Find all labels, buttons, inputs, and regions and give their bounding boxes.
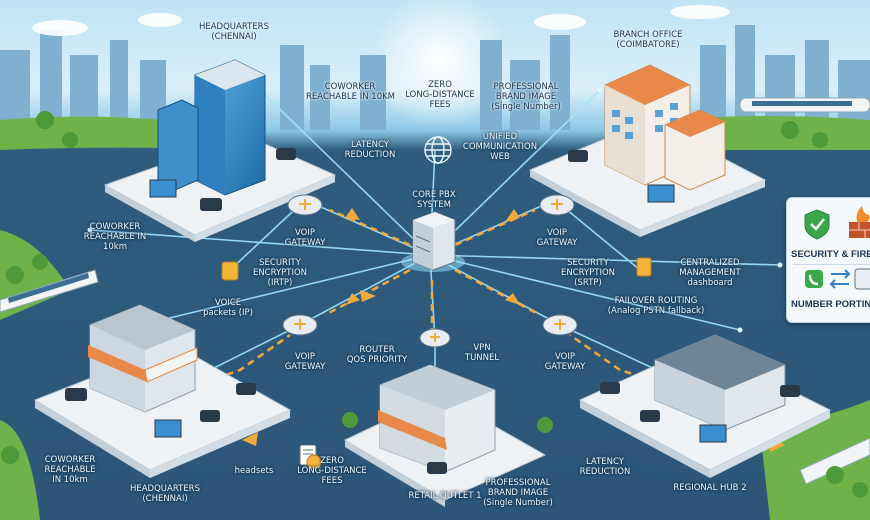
train-top-right	[739, 97, 870, 113]
globe-icon	[424, 136, 452, 164]
encryption-lock-icon	[221, 257, 652, 281]
grass-bottom-left	[0, 420, 40, 520]
hq-bottom-storefront	[88, 304, 198, 413]
server-icon	[401, 211, 465, 272]
trees	[1, 111, 868, 498]
phone-icon	[854, 268, 870, 290]
label-headsets: headsets	[234, 466, 274, 476]
feature-panel: SECURITY & FIREW NUMBER PORTIN	[786, 197, 870, 323]
train-left	[0, 269, 99, 313]
laptop-icon	[149, 179, 727, 443]
branch-office-building	[604, 64, 726, 191]
panel-number-porting: NUMBER PORTIN	[791, 299, 870, 310]
retail-outlet-building	[378, 364, 496, 473]
porting-arrows-icon	[829, 269, 851, 289]
panel-divider	[793, 264, 870, 265]
hq-tower-building	[157, 59, 266, 196]
regional-hub-warehouse	[654, 334, 786, 431]
data-arrows	[242, 208, 785, 452]
phone-icon	[805, 270, 823, 288]
firewall-icon	[849, 206, 870, 238]
panel-icons	[804, 206, 870, 290]
sun-glow	[370, 0, 510, 130]
site-label-retail: RETAIL OUTLET 1	[408, 491, 482, 501]
site-label-hq-bottom: HEADQUARTERS(CHENNAI)	[129, 484, 200, 504]
clouds	[32, 5, 730, 36]
panel-security-firewall: SECURITY & FIREW	[791, 249, 870, 260]
site-label-hub: REGIONAL HUB 2	[673, 483, 747, 493]
router-icon	[282, 194, 578, 348]
document-coin-icon	[299, 444, 322, 470]
site-label-branch: BRANCH OFFICE(COIMBATORE)	[613, 30, 683, 50]
train-bottom-right	[799, 437, 870, 485]
label-failover: FAILOVER ROUTING(Analog PSTN fallback)	[607, 296, 705, 316]
shield-check-icon	[804, 209, 830, 240]
site-label-hq-top: HEADQUARTERS(CHENNAI)	[198, 22, 269, 42]
phone-icon	[65, 148, 800, 474]
